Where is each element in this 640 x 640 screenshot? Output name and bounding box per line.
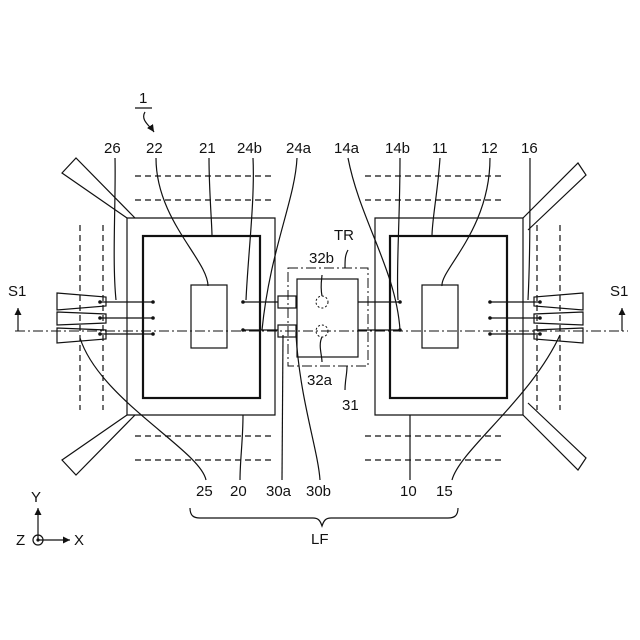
right-frame-outer — [375, 218, 523, 415]
right-top-tie-bar — [523, 163, 586, 230]
label-22: 22 — [146, 140, 163, 157]
terminal-32b — [316, 296, 328, 308]
label-11: 11 — [432, 140, 448, 157]
label-20: 20 — [230, 483, 247, 500]
label-12: 12 — [481, 140, 498, 157]
label-14b: 14b — [385, 140, 410, 157]
label-30a: 30a — [266, 483, 292, 500]
label-lf: LF — [311, 531, 329, 548]
left-bottom-tie-bar — [62, 415, 135, 475]
label-24a: 24a — [286, 140, 312, 157]
label-31: 31 — [342, 397, 359, 414]
lf-brace — [190, 508, 458, 526]
right-bonding-wires — [490, 302, 540, 334]
fig-ref-leader — [135, 108, 154, 132]
label-14a: 14a — [334, 140, 360, 157]
label-21: 21 — [199, 140, 216, 157]
wire-dots — [98, 300, 542, 336]
right-bottom-tie-bar — [523, 403, 586, 470]
pad-30b — [278, 296, 296, 308]
label-tr: TR — [334, 227, 354, 244]
label-axis-x: X — [74, 532, 84, 549]
label-25: 25 — [196, 483, 213, 500]
transistor-chip-31 — [297, 279, 358, 357]
label-10: 10 — [400, 483, 417, 500]
leader-lines-top — [114, 158, 530, 330]
axis-z-dot — [36, 538, 39, 541]
leader-lines-bottom — [80, 250, 560, 480]
label-30b: 30b — [306, 483, 331, 500]
label-26: 26 — [104, 140, 121, 157]
left-die-pad — [143, 236, 260, 398]
label-24b: 24b — [237, 140, 262, 157]
right-chip — [422, 285, 458, 348]
transistor-region-tr — [288, 268, 368, 366]
label-s1-right: S1 — [610, 283, 628, 300]
label-axis-z: Z — [16, 532, 25, 549]
label-fig-ref: 1 — [139, 90, 147, 107]
label-16: 16 — [521, 140, 538, 157]
label-axis-y: Y — [31, 489, 41, 506]
label-32b: 32b — [309, 250, 334, 267]
label-32a: 32a — [307, 372, 333, 389]
label-15: 15 — [436, 483, 453, 500]
label-s1-left: S1 — [8, 283, 26, 300]
left-chip — [191, 285, 227, 348]
left-frame-outer — [127, 218, 275, 415]
internal-wires — [243, 302, 400, 330]
left-top-tie-bar — [62, 158, 135, 218]
